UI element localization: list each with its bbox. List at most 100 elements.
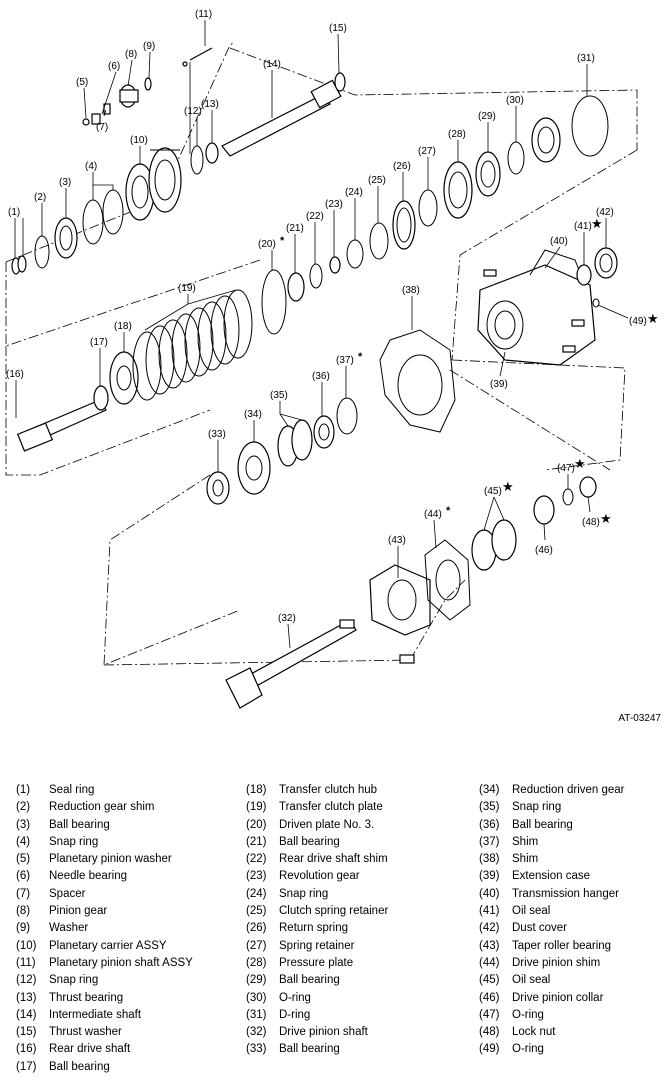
legend-item-number: (46) [479,991,500,1004]
legend-item: (22)Rear drive shaft shim [246,851,388,868]
legend-item-name: Taper roller bearing [512,939,612,952]
callout-44: (44) [424,509,442,520]
legend-item-number: (48) [479,1026,500,1039]
callout-28: (28) [448,129,466,140]
part-snap-ring-12-thrust-bearing-13 [190,142,219,175]
part-drive-pinion-shaft-32 [225,619,357,709]
legend-item: (1) Seal ring [16,782,193,799]
part-clutch-spring-retainer-25 [369,222,389,260]
part-pinion-gear-assembly [82,77,152,126]
legend-item: (24)Snap ring [246,886,388,903]
callout-45: (45) [484,486,502,497]
legend-item-name: Shim [512,853,539,866]
part-snap-ring-24 [346,239,364,269]
callout-4: (4) [85,161,97,172]
legend-item-name: O-ring [512,1008,544,1021]
legend-item: (37)Shim [479,834,625,851]
callout-27: (27) [418,146,436,157]
asterisk-marker-44: * [446,505,451,517]
legend-item-number: (18) [246,784,267,796]
legend-item-name: O-ring [279,991,311,1004]
part-pinion-shaft-11 [182,47,213,67]
part-pressure-plate-28 [443,161,473,219]
callout-6: (6) [108,61,120,72]
legend-item-number: (35) [479,801,500,814]
legend-item-name: O-ring [512,1043,544,1056]
legend-item: (29)Ball bearing [246,972,388,989]
part-reduction-driven-gear-34 [237,441,271,495]
callout-15: (15) [329,23,347,34]
part-lock-nut-48 [579,476,597,498]
legend-item-number: (31) [246,1008,267,1021]
callout-30: (30) [506,95,524,106]
part-transfer-clutch-plates-19 [132,289,253,401]
legend-item: (46) Drive pinion collar [479,990,625,1007]
callout-19: (19) [178,283,196,294]
legend-item-number: (16) [16,1043,37,1056]
legend-item: (48)Lock nut [479,1024,625,1041]
part-ball-bearing-3 [54,217,78,259]
legend-item-number: (4) [16,835,31,848]
legend-item-name: Dust cover [512,922,567,935]
legend-item: (41)Oil seal [479,903,625,920]
part-ball-bearing-17 [93,385,109,411]
legend-item: (36)Ball bearing [479,817,625,834]
legend-item: (12)Snap ring [16,972,193,989]
legend-item-name: Spacer [49,887,86,900]
callout-25: (25) [368,175,386,186]
legend-item: (25)Clutch spring retainer [246,903,388,920]
legend-item-number: (38) [479,853,500,866]
legend-item-number: (17) [16,1060,37,1073]
callout-11: (11) [195,9,212,20]
callout-5: (5) [76,77,88,88]
legend-item: (32)Drive pinion shaft [246,1024,388,1041]
legend-item: (8)Pinion gear [16,903,193,920]
leader-lines [14,20,629,649]
part-ball-bearing-21 [287,272,305,302]
legend-item: (33)Ball bearing [246,1041,388,1058]
legend-item-number: (12) [16,974,37,987]
part-o-ring-30 [507,141,525,175]
callout-33: (33) [208,429,226,440]
legend-item: (19)Transfer clutch plate [246,799,388,816]
callout-39: (39) [490,379,508,390]
callout-24: (24) [345,187,363,198]
legend-item-name: Ball bearing [512,818,573,831]
star-marker-48: ★ [600,511,612,526]
legend-item-name: Revolution gear [279,870,360,883]
callout-36: (36) [312,371,330,382]
legend-item-number: (37) [479,835,500,848]
legend-item-number: (8) [16,905,31,918]
legend-item: (3)Ball bearing [16,817,193,834]
part-extension-case-39 [477,249,596,366]
part-drive-pinion-shim-44 [424,539,471,621]
legend-item-name: Drive pinion collar [512,991,604,1004]
part-drive-pinion-collar-46 [533,495,555,525]
legend-item-number: (44) [479,956,500,969]
legend-item-name: Seal ring [49,784,95,796]
legend-item: (30) O-ring [246,990,388,1007]
callout-47: (47) [557,463,575,474]
part-shim-37 [336,397,358,435]
legend-column-3: (34)Reduction driven gear(35)Snap ring(3… [479,782,625,1059]
legend-item-name: Planetary pinion shaft ASSY [49,956,193,969]
legend-item-number: (49) [479,1043,500,1056]
legend-item-number: (33) [246,1043,267,1056]
legend-item-name: Rear drive shaft [49,1043,131,1056]
legend-item-name: Transfer clutch hub [279,784,378,796]
legend-item-number: (1) [16,784,31,796]
callout-48: (48) [582,517,600,528]
star-marker-47: ★ [574,456,586,471]
legend-column-2: (18) Transfer clutch hub (19)Transfer clut… [246,782,388,1059]
legend-item-name: Ball bearing [279,835,340,848]
legend-item: (43)Taper roller bearing [479,938,625,955]
legend-item: (18) Transfer clutch hub [246,782,388,799]
legend-item-name: Oil seal [512,974,551,987]
callout-41: (41) [574,221,592,232]
legend-item-number: (30) [246,991,267,1004]
callout-49: (49) [629,316,647,327]
legend-item-name: Snap ring [512,801,562,814]
legend-item-number: (22) [246,853,267,866]
callout-1: (1) [8,207,20,218]
